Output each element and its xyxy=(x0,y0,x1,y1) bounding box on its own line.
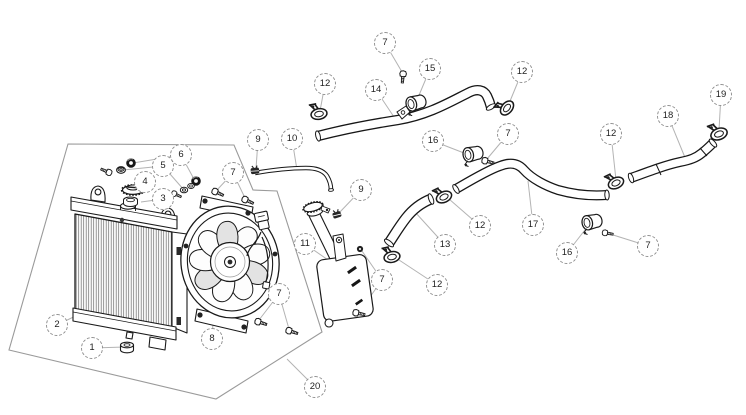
callout-7-b[interactable]: 7 xyxy=(374,32,396,54)
drain-plug-illustration xyxy=(119,341,135,354)
band-clamps xyxy=(396,92,605,236)
assembly-boundary-outline xyxy=(8,143,323,400)
cooling-fan-illustration xyxy=(180,195,280,334)
spring-clamp-12 xyxy=(603,169,627,193)
callout-16-b[interactable]: 16 xyxy=(556,242,578,264)
hose-17-illustration xyxy=(452,158,610,201)
callout-7-d[interactable]: 7 xyxy=(637,235,659,257)
fan-wire-hanging xyxy=(261,236,269,283)
reservoir-tank-illustration xyxy=(302,200,374,328)
callout-19[interactable]: 19 xyxy=(710,84,732,106)
callout-4[interactable]: 4 xyxy=(134,171,156,193)
callout-18[interactable]: 18 xyxy=(657,105,679,127)
callout-9-b[interactable]: 9 xyxy=(350,179,372,201)
callout-10[interactable]: 10 xyxy=(281,128,303,150)
callout-14[interactable]: 14 xyxy=(365,79,387,101)
callout-20[interactable]: 20 xyxy=(304,376,326,398)
callout-2[interactable]: 2 xyxy=(46,314,68,336)
fan-wire xyxy=(246,231,262,257)
callout-16-a[interactable]: 16 xyxy=(422,130,444,152)
callout-7-c[interactable]: 7 xyxy=(497,123,519,145)
callout-12-d[interactable]: 12 xyxy=(469,215,491,237)
callout-6[interactable]: 6 xyxy=(170,144,192,166)
callout-8[interactable]: 8 xyxy=(201,328,223,350)
callout-15[interactable]: 15 xyxy=(419,58,441,80)
callout-12-c[interactable]: 12 xyxy=(600,123,622,145)
spring-clamp-12 xyxy=(431,183,455,207)
hose-18-illustration xyxy=(627,138,718,184)
callout-12-e[interactable]: 12 xyxy=(426,274,448,296)
callout-7-f[interactable]: 7 xyxy=(371,269,393,291)
callout-3[interactable]: 3 xyxy=(152,188,174,210)
spring-clamp-12 xyxy=(380,244,402,265)
hose-13-illustration xyxy=(383,193,435,248)
callout-11[interactable]: 11 xyxy=(294,233,316,255)
spring-clamp-12 xyxy=(492,94,518,119)
callout-1[interactable]: 1 xyxy=(81,337,103,359)
callout-17[interactable]: 17 xyxy=(522,214,544,236)
callout-7-e[interactable]: 7 xyxy=(268,283,290,305)
callout-12-a[interactable]: 12 xyxy=(314,73,336,95)
hose-14-illustration xyxy=(315,84,497,142)
callout-9-a[interactable]: 9 xyxy=(247,129,269,151)
callout-12-b[interactable]: 12 xyxy=(511,61,533,83)
fan-connector-illustration xyxy=(253,210,270,231)
callout-7-a[interactable]: 7 xyxy=(222,162,244,184)
hose-10-illustration xyxy=(254,165,334,192)
clamp-holder-15 xyxy=(396,92,430,120)
filler-neck-illustration xyxy=(122,196,139,207)
hoses xyxy=(254,84,718,248)
radiator-illustration xyxy=(70,185,188,351)
band-clamp-16 xyxy=(460,144,486,168)
spring-clamp-12 xyxy=(308,101,329,122)
callout-5[interactable]: 5 xyxy=(152,155,174,177)
callout-13[interactable]: 13 xyxy=(434,234,456,256)
